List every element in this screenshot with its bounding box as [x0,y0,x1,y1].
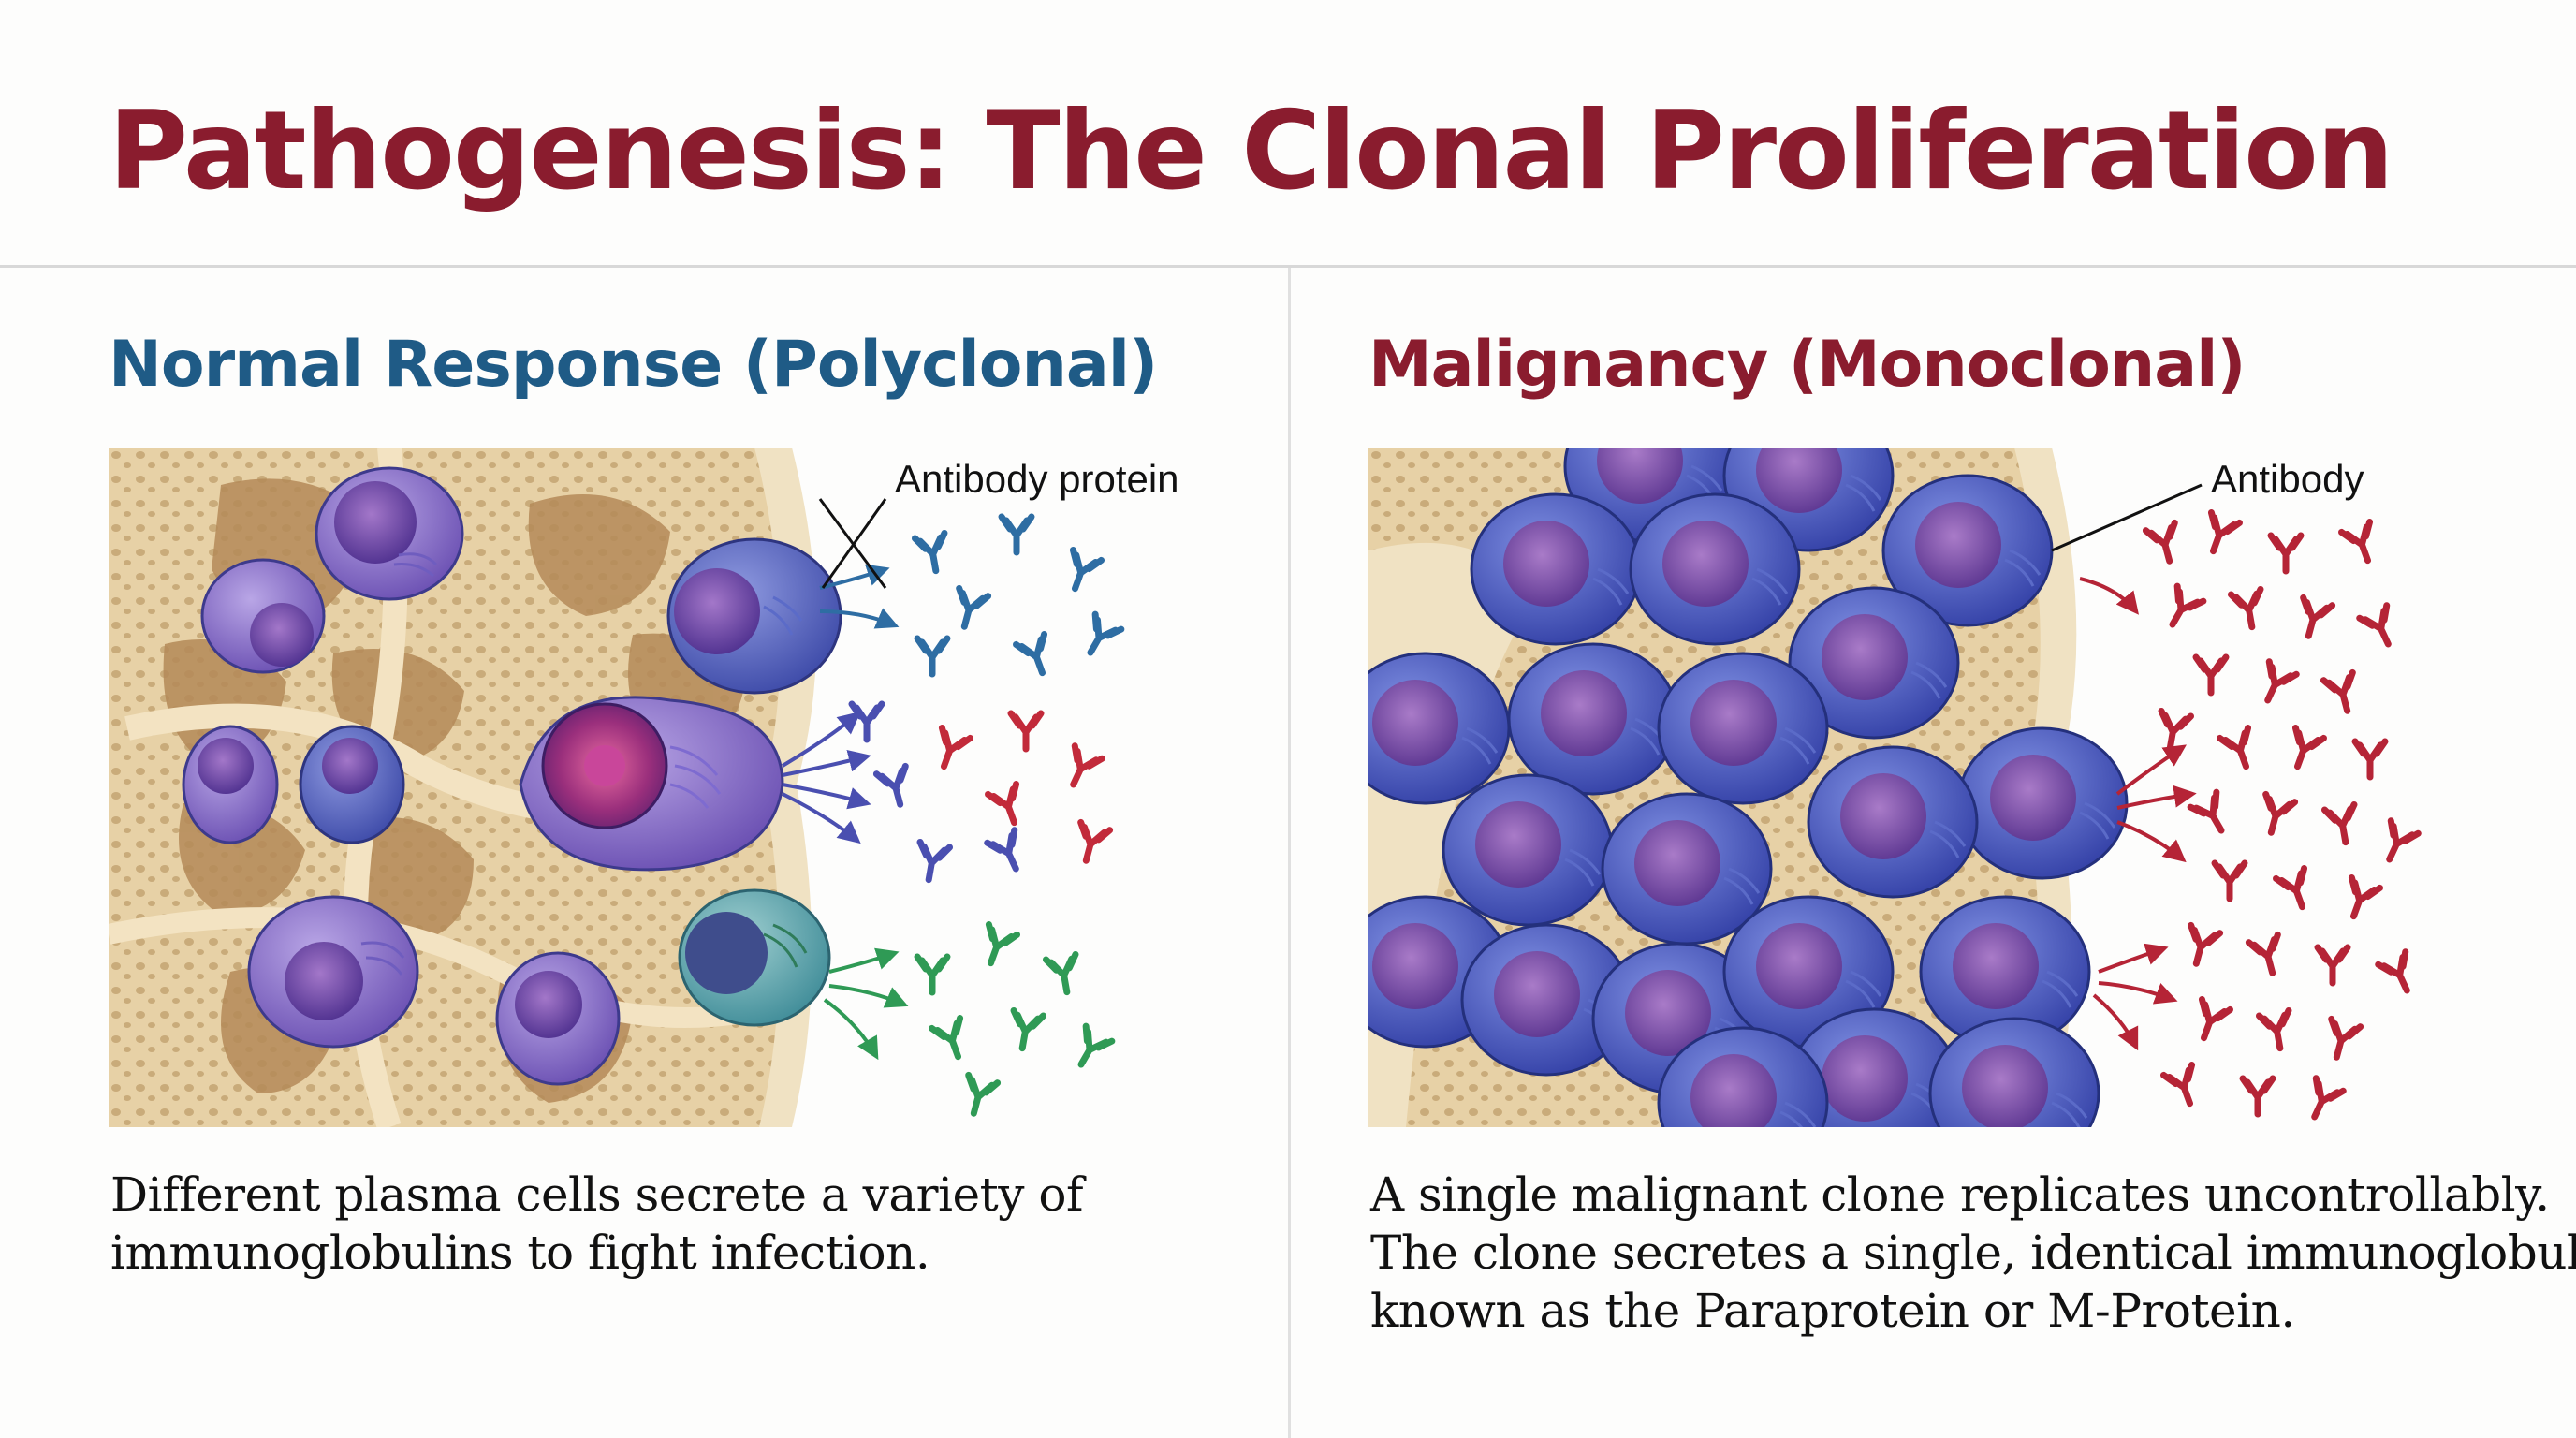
malignancy-caption: A single malignant clone replicates unco… [1370,1167,2576,1338]
normal-response-caption: Different plasma cells secrete a variety… [110,1167,1083,1280]
plasma-cell-icon [678,888,831,1027]
plasma-cell-icon [495,951,621,1086]
arrow-icon [2079,577,2197,1051]
normal-response-heading: Normal Response (Polyclonal) [109,328,1158,402]
bone-marrow-icon: Antibody protein [109,448,1271,1127]
arrow-icon [781,564,909,1061]
plasma-cell-icon [182,725,279,844]
plasma-cell-icon [519,696,784,872]
title-divider [0,265,2576,268]
monoclonal-illustration: Antibody [1368,448,2531,1127]
plasma-cell-icon [666,537,842,695]
plasma-cell-icon [315,466,464,601]
antibody-callout: Antibody [2211,457,2364,501]
page-title: Pathogenesis: The Clonal Proliferation [109,88,2393,214]
plasma-cell-icon [247,895,419,1049]
plasma-cell-icon [200,558,326,674]
plasma-cell-icon [299,725,405,844]
panel-divider [1288,268,1291,1438]
polyclonal-illustration: Antibody protein [109,448,1271,1127]
malignancy-heading: Malignancy (Monoclonal) [1368,328,2246,402]
antibody-protein-callout: Antibody protein [895,457,1179,501]
bone-marrow-icon: Antibody [1368,448,2531,1127]
